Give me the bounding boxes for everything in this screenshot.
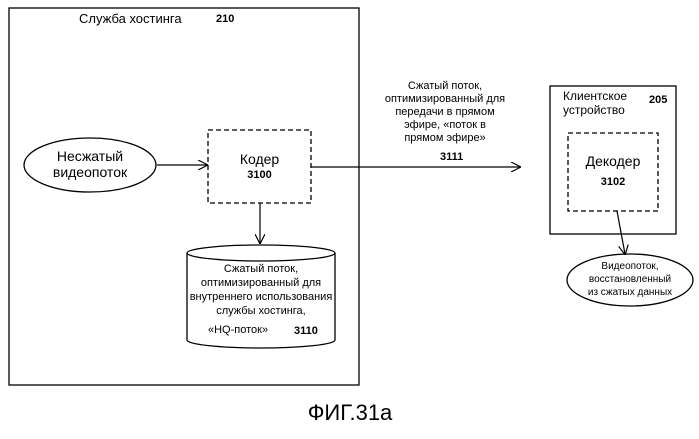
storage-ref: 3110 <box>294 325 318 337</box>
live-stream-line2: оптимизированный для <box>370 93 520 106</box>
live-stream-line5: прямом эфире» <box>370 132 520 145</box>
decoder-ref: 3102 <box>568 176 658 188</box>
storage-line5: «HQ-поток» <box>208 324 268 336</box>
live-stream-line4: эфире, «поток в <box>370 119 520 132</box>
figure-caption: ФИГ.31а <box>250 400 450 426</box>
source-label-line1: Несжатый <box>40 148 140 164</box>
live-stream-ref: 3111 <box>440 151 463 163</box>
storage-line1: Сжатый поток, <box>187 262 335 276</box>
client-ref: 205 <box>649 94 667 106</box>
storage-line4: службы хостинга, <box>187 304 335 318</box>
hosting-service-label: Служба хостинга <box>79 11 182 26</box>
encoder-label: Кодер <box>208 151 311 167</box>
live-stream-line1: Сжатый поток, <box>370 80 520 93</box>
client-label-line2: устройство <box>563 103 625 117</box>
encoder-ref: 3100 <box>208 169 311 181</box>
arrow-decoder-to-output <box>617 211 625 254</box>
live-stream-line3: передачи в прямом <box>370 106 520 119</box>
hosting-service-ref: 210 <box>216 13 234 25</box>
output-line2: восстановленный <box>570 273 690 286</box>
storage-line3: внутреннего использования <box>187 290 335 304</box>
decoder-box <box>568 133 658 211</box>
client-label-line1: Клиентское <box>563 89 627 103</box>
storage-line2: оптимизированный для <box>187 276 335 290</box>
output-line3: из сжатых данных <box>570 286 690 299</box>
source-label-line2: видеопоток <box>40 164 140 180</box>
decoder-label: Декодер <box>568 153 658 169</box>
output-line1: Видеопоток, <box>570 260 690 273</box>
